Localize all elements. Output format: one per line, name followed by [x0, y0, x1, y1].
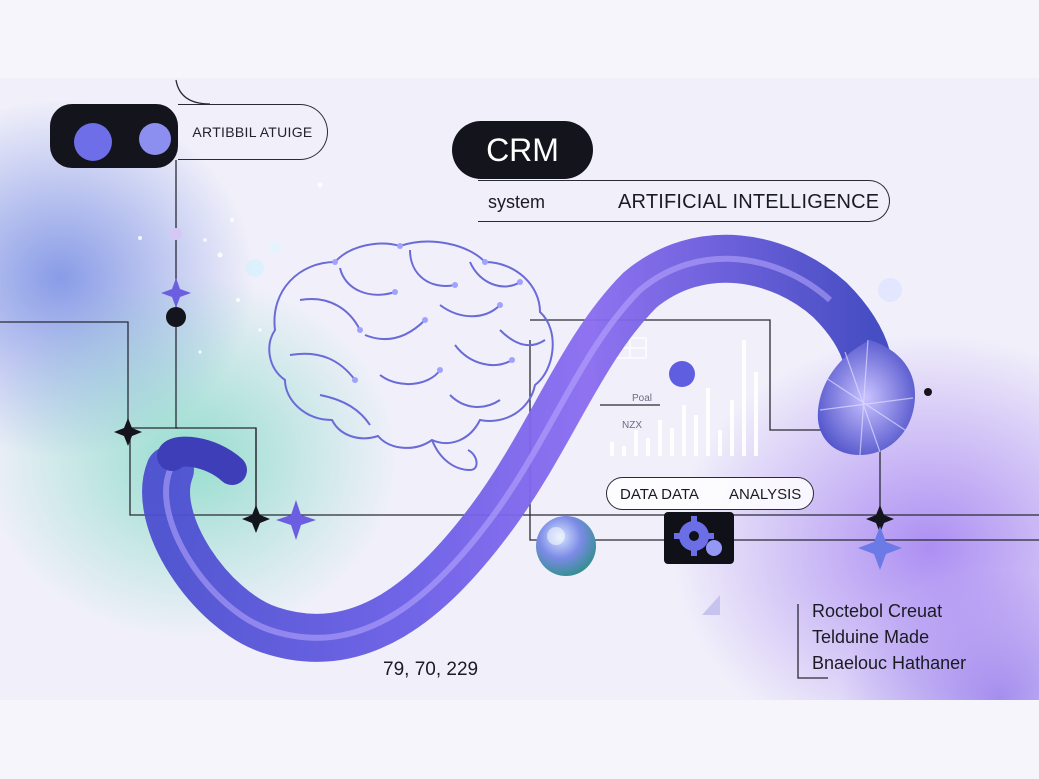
brain-icon [268, 240, 554, 472]
subtitle-text: system [488, 192, 546, 212]
feature-item: Bnaelouc Hathaner [812, 653, 967, 673]
headline-bar: system ARTIFICIAL INTELLIGENCE [478, 180, 890, 222]
data-pill-right: ANALYSIS [729, 486, 802, 503]
coords-text: 79, 70, 229 [383, 659, 479, 680]
feature-list: Roctebol Creuat Telduine Made Bnaelouc H… [812, 598, 966, 676]
feature-item: Telduine Made [812, 627, 930, 647]
badge-label-box: ARTIBBIL ATUIGE [178, 104, 328, 160]
crm-tag: CRM [452, 121, 593, 179]
node-dot [170, 228, 182, 240]
data-pill-left: DATA DATA [620, 486, 699, 503]
ribbon-icon [142, 234, 894, 662]
small-label-a: Poal [632, 393, 653, 404]
headline-text: ARTIFICIAL INTELLIGENCE [618, 191, 880, 213]
fan-icon [817, 278, 932, 456]
bar-chart-icon [610, 340, 758, 456]
sparkle-icon [114, 278, 902, 615]
node-dot [166, 307, 186, 327]
gear-icon [674, 516, 722, 556]
small-label-b: NZX [622, 420, 642, 431]
feature-item: Roctebol Creuat [812, 601, 943, 621]
data-analysis-pill: DATA DATA ANALYSIS [606, 477, 814, 510]
bubble-dot-left [74, 123, 112, 161]
badge-label: ARTIBBIL ATUIGE [192, 124, 313, 140]
bubble-dot-right [139, 123, 171, 155]
node-dot [669, 361, 695, 387]
brain-nodes [332, 243, 523, 383]
crm-tag-text: CRM [486, 131, 559, 168]
